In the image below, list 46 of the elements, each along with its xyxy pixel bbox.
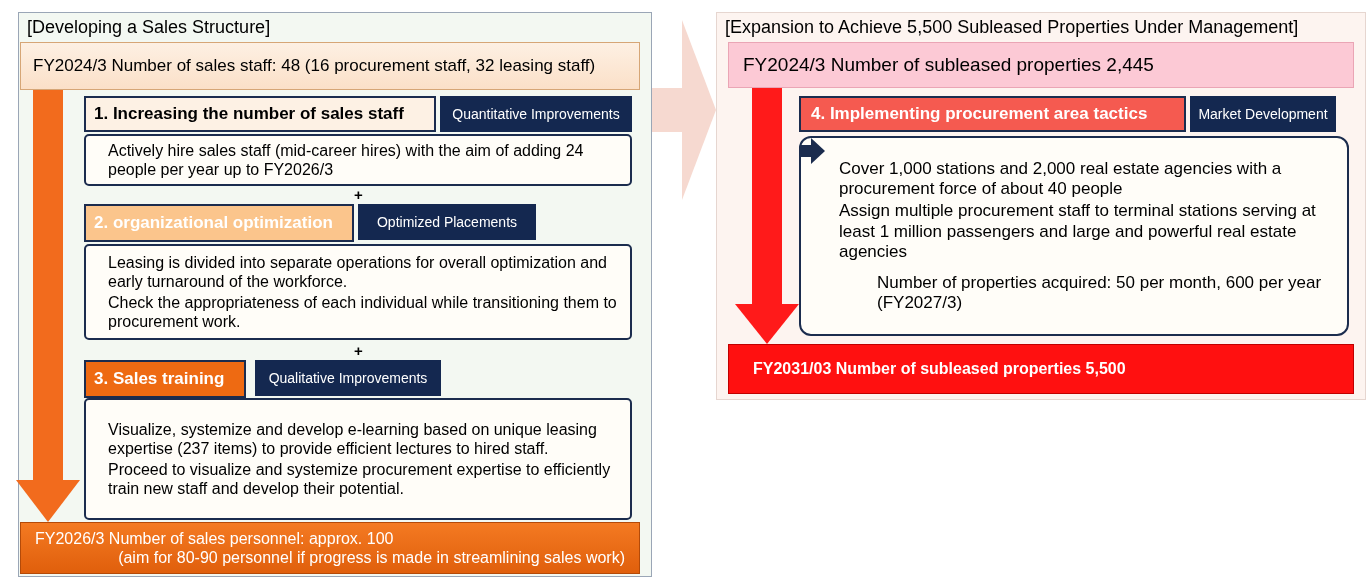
bullet-text: Actively hire sales staff (mid-career hires) with the aim of adding 24 people per year up to FY2026/3: [108, 140, 585, 180]
bullet-text: Visualize, systemize and develop e-learning based on unique leasing expertise (237 items) to provide efficient lectures to hired staff.: [108, 419, 598, 458]
heading-text: 2. organizational optimization: [94, 212, 334, 234]
bullet-text: Assign multiple procurement staff to terminal stations serving at least 1 million passengers and large and powerful real estate agencies: [839, 201, 1317, 263]
description-box: [84, 244, 632, 340]
tag-text: Market Development: [1197, 105, 1329, 123]
category-tag: [1190, 96, 1336, 132]
status-banner: [728, 344, 1354, 394]
description-box: [84, 398, 632, 520]
bullet-text: Number of properties acquired: 50 per month, 600 per year (FY2027/3): [876, 272, 1323, 314]
status-banner: [20, 522, 640, 574]
heading-text: 4. Implementing procurement area tactics: [811, 103, 1149, 125]
plus-sign: +: [354, 343, 363, 358]
arrow: [652, 20, 716, 200]
plus-sign: +: [354, 187, 363, 202]
status-banner: [20, 42, 640, 90]
banner-text: (aim for 80-90 personnel if progress is made in streamlining sales work): [117, 548, 625, 568]
heading-box: [84, 96, 436, 132]
description-box: [799, 136, 1349, 336]
arrow: [16, 90, 80, 522]
tag-text: Quantitative Improvements: [451, 105, 621, 123]
category-tag: [255, 360, 441, 396]
tag-text: Optimized Placements: [375, 213, 519, 231]
description-box: [84, 134, 632, 186]
heading-text: 3. Sales training: [94, 368, 226, 390]
category-tag: [358, 204, 536, 240]
tag-text: Qualitative Improvements: [267, 369, 429, 387]
heading-box: [84, 204, 354, 242]
heading-box: [799, 96, 1186, 132]
heading-text: 1. Increasing the number of sales staff: [94, 103, 405, 125]
bullet-text: Leasing is divided into separate operations for overall optimization and early turnaround of the workforce.: [108, 252, 608, 291]
section-title: [Developing a Sales Structure]: [27, 17, 272, 39]
section-panel: [716, 12, 1366, 400]
bullet-text: Check the appropriateness of each individual while transitioning them to procurement work.: [108, 293, 618, 332]
arrow: [735, 88, 799, 344]
bullet-text: Cover 1,000 stations and 2,000 real estate agencies with a procurement force of about 40 people: [839, 158, 1283, 200]
banner-text: FY2026/3 Number of sales personnel: approx. 100: [35, 528, 395, 548]
heading-box: [84, 360, 246, 398]
status-banner: [728, 42, 1354, 88]
bullet-text: Proceed to visualize and systemize procurement expertise to efficiently train new staff and develop their potential.: [108, 460, 612, 499]
section-title: [Expansion to Achieve 5,500 Subleased Properties Under Management]: [725, 17, 1300, 39]
section-panel: [18, 12, 652, 577]
banner-text: FY2024/3 Number of subleased properties 2,445: [743, 53, 1155, 77]
banner-text: FY2024/3 Number of sales staff: 48 (16 procurement staff, 32 leasing staff): [33, 55, 597, 77]
banner-text: FY2031/03 Number of subleased properties 5,500: [753, 359, 1127, 379]
category-tag: [440, 96, 632, 132]
